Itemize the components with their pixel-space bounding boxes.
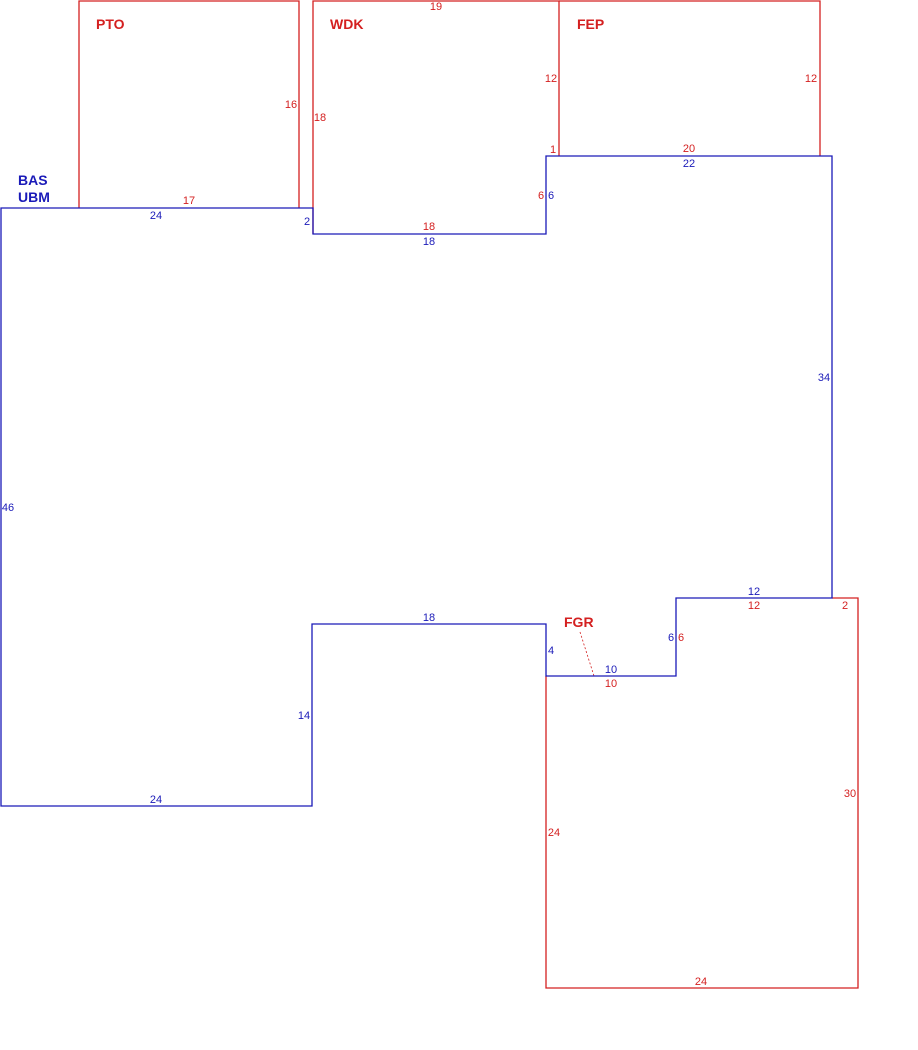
dim-bas-notch-top: 18 — [423, 612, 435, 624]
dim-bas-notch-side: 14 — [298, 710, 310, 722]
ubm-label: UBM — [18, 189, 50, 205]
dim-fep-bottom: 20 — [683, 143, 695, 155]
dim-bas-wdk-bottom: 18 — [423, 236, 435, 248]
main-dimension-labels: 24 2 18 6 22 34 12 6 10 4 18 14 24 46 — [2, 158, 830, 806]
fgr-outline — [545, 597, 859, 989]
dim-fep-right: 12 — [805, 73, 817, 85]
dim-fgr-inner: 10 — [605, 678, 617, 690]
fgr-label: FGR — [564, 614, 594, 630]
wdk-outline — [312, 0, 560, 234]
dim-wdk-top: 19 — [430, 1, 442, 13]
dim-fgr-left: 24 — [548, 827, 560, 839]
dim-fgr-top-right: 2 — [842, 600, 848, 612]
dim-fgr-step: 6 — [678, 632, 684, 644]
dim-fgr-right: 30 — [844, 788, 856, 800]
secondary-areas — [78, 0, 859, 989]
pto-outline — [78, 0, 300, 208]
dim-fgr-bottom: 24 — [695, 976, 707, 988]
bas-label: BAS — [18, 172, 48, 188]
dim-bas-step-top: 12 — [748, 586, 760, 598]
dim-fgr-top: 12 — [748, 600, 760, 612]
pto-label: PTO — [96, 16, 125, 32]
dim-wdk-bottom: 18 — [423, 221, 435, 233]
dim-bas-step-pto: 2 — [304, 216, 310, 228]
area-labels: BAS UBM PTO WDK FEP FGR — [18, 16, 604, 630]
dim-bas-top-left: 24 — [150, 210, 162, 222]
bas-outline — [0, 155, 833, 807]
dim-bas-fgr-edge: 10 — [605, 664, 617, 676]
dim-bas-step-fgr: 4 — [548, 645, 554, 657]
dim-wdk-step: 1 — [550, 144, 556, 156]
dim-pto-right: 16 — [285, 99, 297, 111]
secondary-dimension-labels: 16 17 19 18 12 1 6 18 12 20 12 2 6 10 30… — [183, 1, 856, 988]
dim-bas-step-wdk: 6 — [548, 190, 554, 202]
dim-bas-left: 46 — [2, 502, 14, 514]
dim-pto-bottom: 17 — [183, 195, 195, 207]
wdk-label: WDK — [330, 16, 363, 32]
fep-label: FEP — [577, 16, 604, 32]
dim-wdk-inner: 6 — [538, 190, 544, 202]
dim-wdk-left: 18 — [314, 112, 326, 124]
fep-outline — [559, 0, 821, 156]
main-area — [0, 155, 833, 807]
dim-bas-bottom: 24 — [150, 794, 162, 806]
dim-wdk-right: 12 — [545, 73, 557, 85]
fgr-leader-line — [579, 631, 595, 677]
dim-bas-step-right: 6 — [668, 632, 674, 644]
dim-bas-right: 34 — [818, 372, 830, 384]
dim-bas-top-right: 22 — [683, 158, 695, 170]
